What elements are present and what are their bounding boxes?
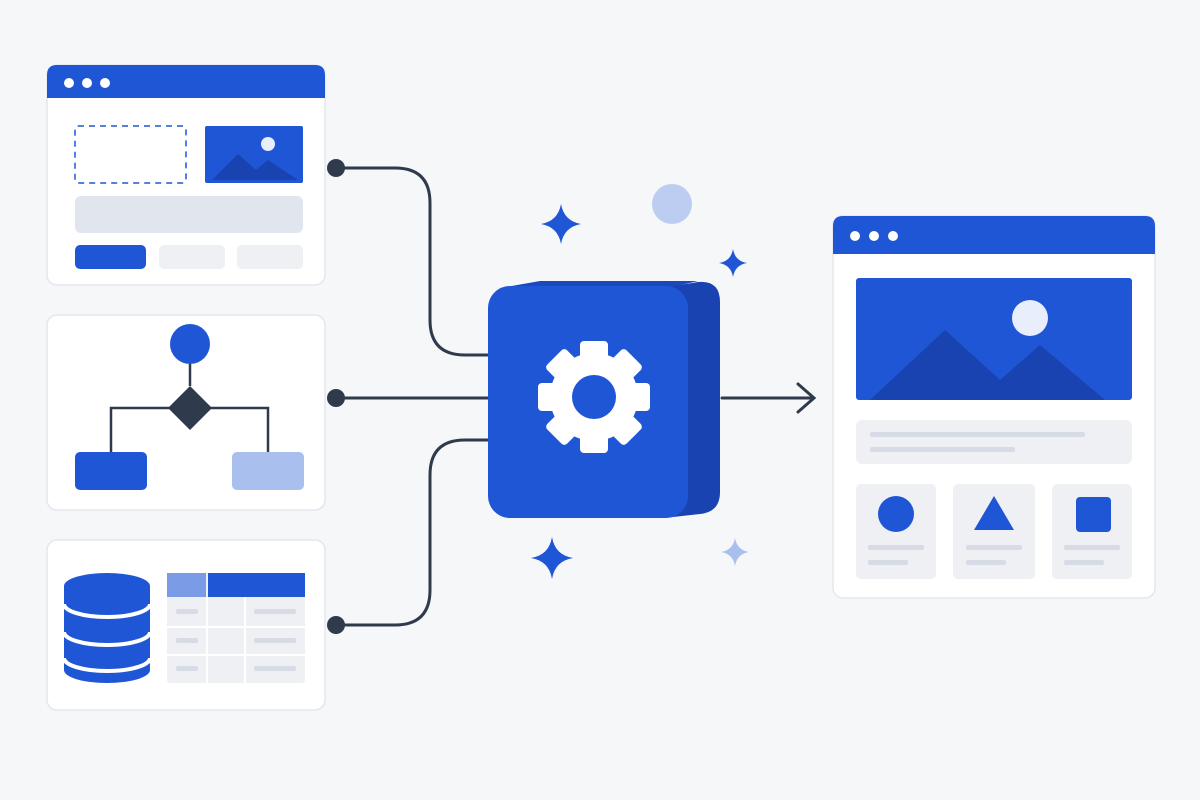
input-card-database-table bbox=[46, 539, 326, 711]
connector-ui-to-processor bbox=[334, 166, 492, 357]
hero-image-icon bbox=[856, 278, 1132, 400]
connector-dot-icon bbox=[327, 389, 345, 407]
flow-decision-node bbox=[168, 386, 212, 430]
text-line-placeholder bbox=[870, 447, 1015, 452]
flow-start-node bbox=[170, 324, 210, 364]
gear-icon bbox=[538, 341, 650, 453]
output-web-page bbox=[832, 215, 1156, 599]
processor-cube bbox=[488, 281, 720, 518]
bubble-icon bbox=[652, 184, 692, 224]
dashed-placeholder-box bbox=[74, 125, 187, 184]
secondary-button-placeholder bbox=[159, 245, 225, 269]
input-card-flowchart bbox=[46, 314, 326, 511]
feature-card bbox=[1052, 484, 1132, 579]
primary-button-placeholder bbox=[75, 245, 146, 269]
table-icon bbox=[167, 573, 305, 683]
sparkle-icon bbox=[541, 204, 581, 244]
square-icon bbox=[1076, 497, 1111, 532]
arrow-head-icon bbox=[796, 382, 817, 414]
window-dots-icon bbox=[64, 78, 110, 88]
browser-titlebar bbox=[833, 216, 1155, 254]
flowchart-icon bbox=[75, 324, 304, 490]
circle-icon bbox=[878, 496, 914, 532]
content-bar-placeholder bbox=[856, 420, 1132, 464]
secondary-button-placeholder bbox=[237, 245, 303, 269]
triangle-icon bbox=[974, 496, 1014, 530]
connector-dots bbox=[327, 159, 345, 634]
image-placeholder-icon bbox=[205, 126, 303, 183]
sparkle-icon bbox=[721, 538, 749, 566]
flow-process-node bbox=[232, 452, 304, 490]
input-card-ui-mockup bbox=[46, 64, 326, 286]
connector-dot-icon bbox=[327, 159, 345, 177]
sparkle-icon bbox=[719, 249, 747, 277]
sparkles bbox=[531, 184, 749, 579]
sparkle-icon bbox=[531, 537, 573, 579]
connector-database-to-processor bbox=[334, 438, 492, 627]
browser-titlebar bbox=[47, 65, 325, 98]
flow-process-node bbox=[75, 452, 147, 490]
connectors bbox=[334, 166, 817, 627]
window-dots-icon bbox=[850, 231, 898, 241]
database-icon bbox=[62, 573, 152, 683]
connector-dot-icon bbox=[327, 616, 345, 634]
text-bar-placeholder bbox=[75, 196, 303, 233]
feature-card bbox=[856, 484, 936, 579]
feature-card bbox=[953, 484, 1035, 579]
text-line-placeholder bbox=[870, 432, 1085, 437]
